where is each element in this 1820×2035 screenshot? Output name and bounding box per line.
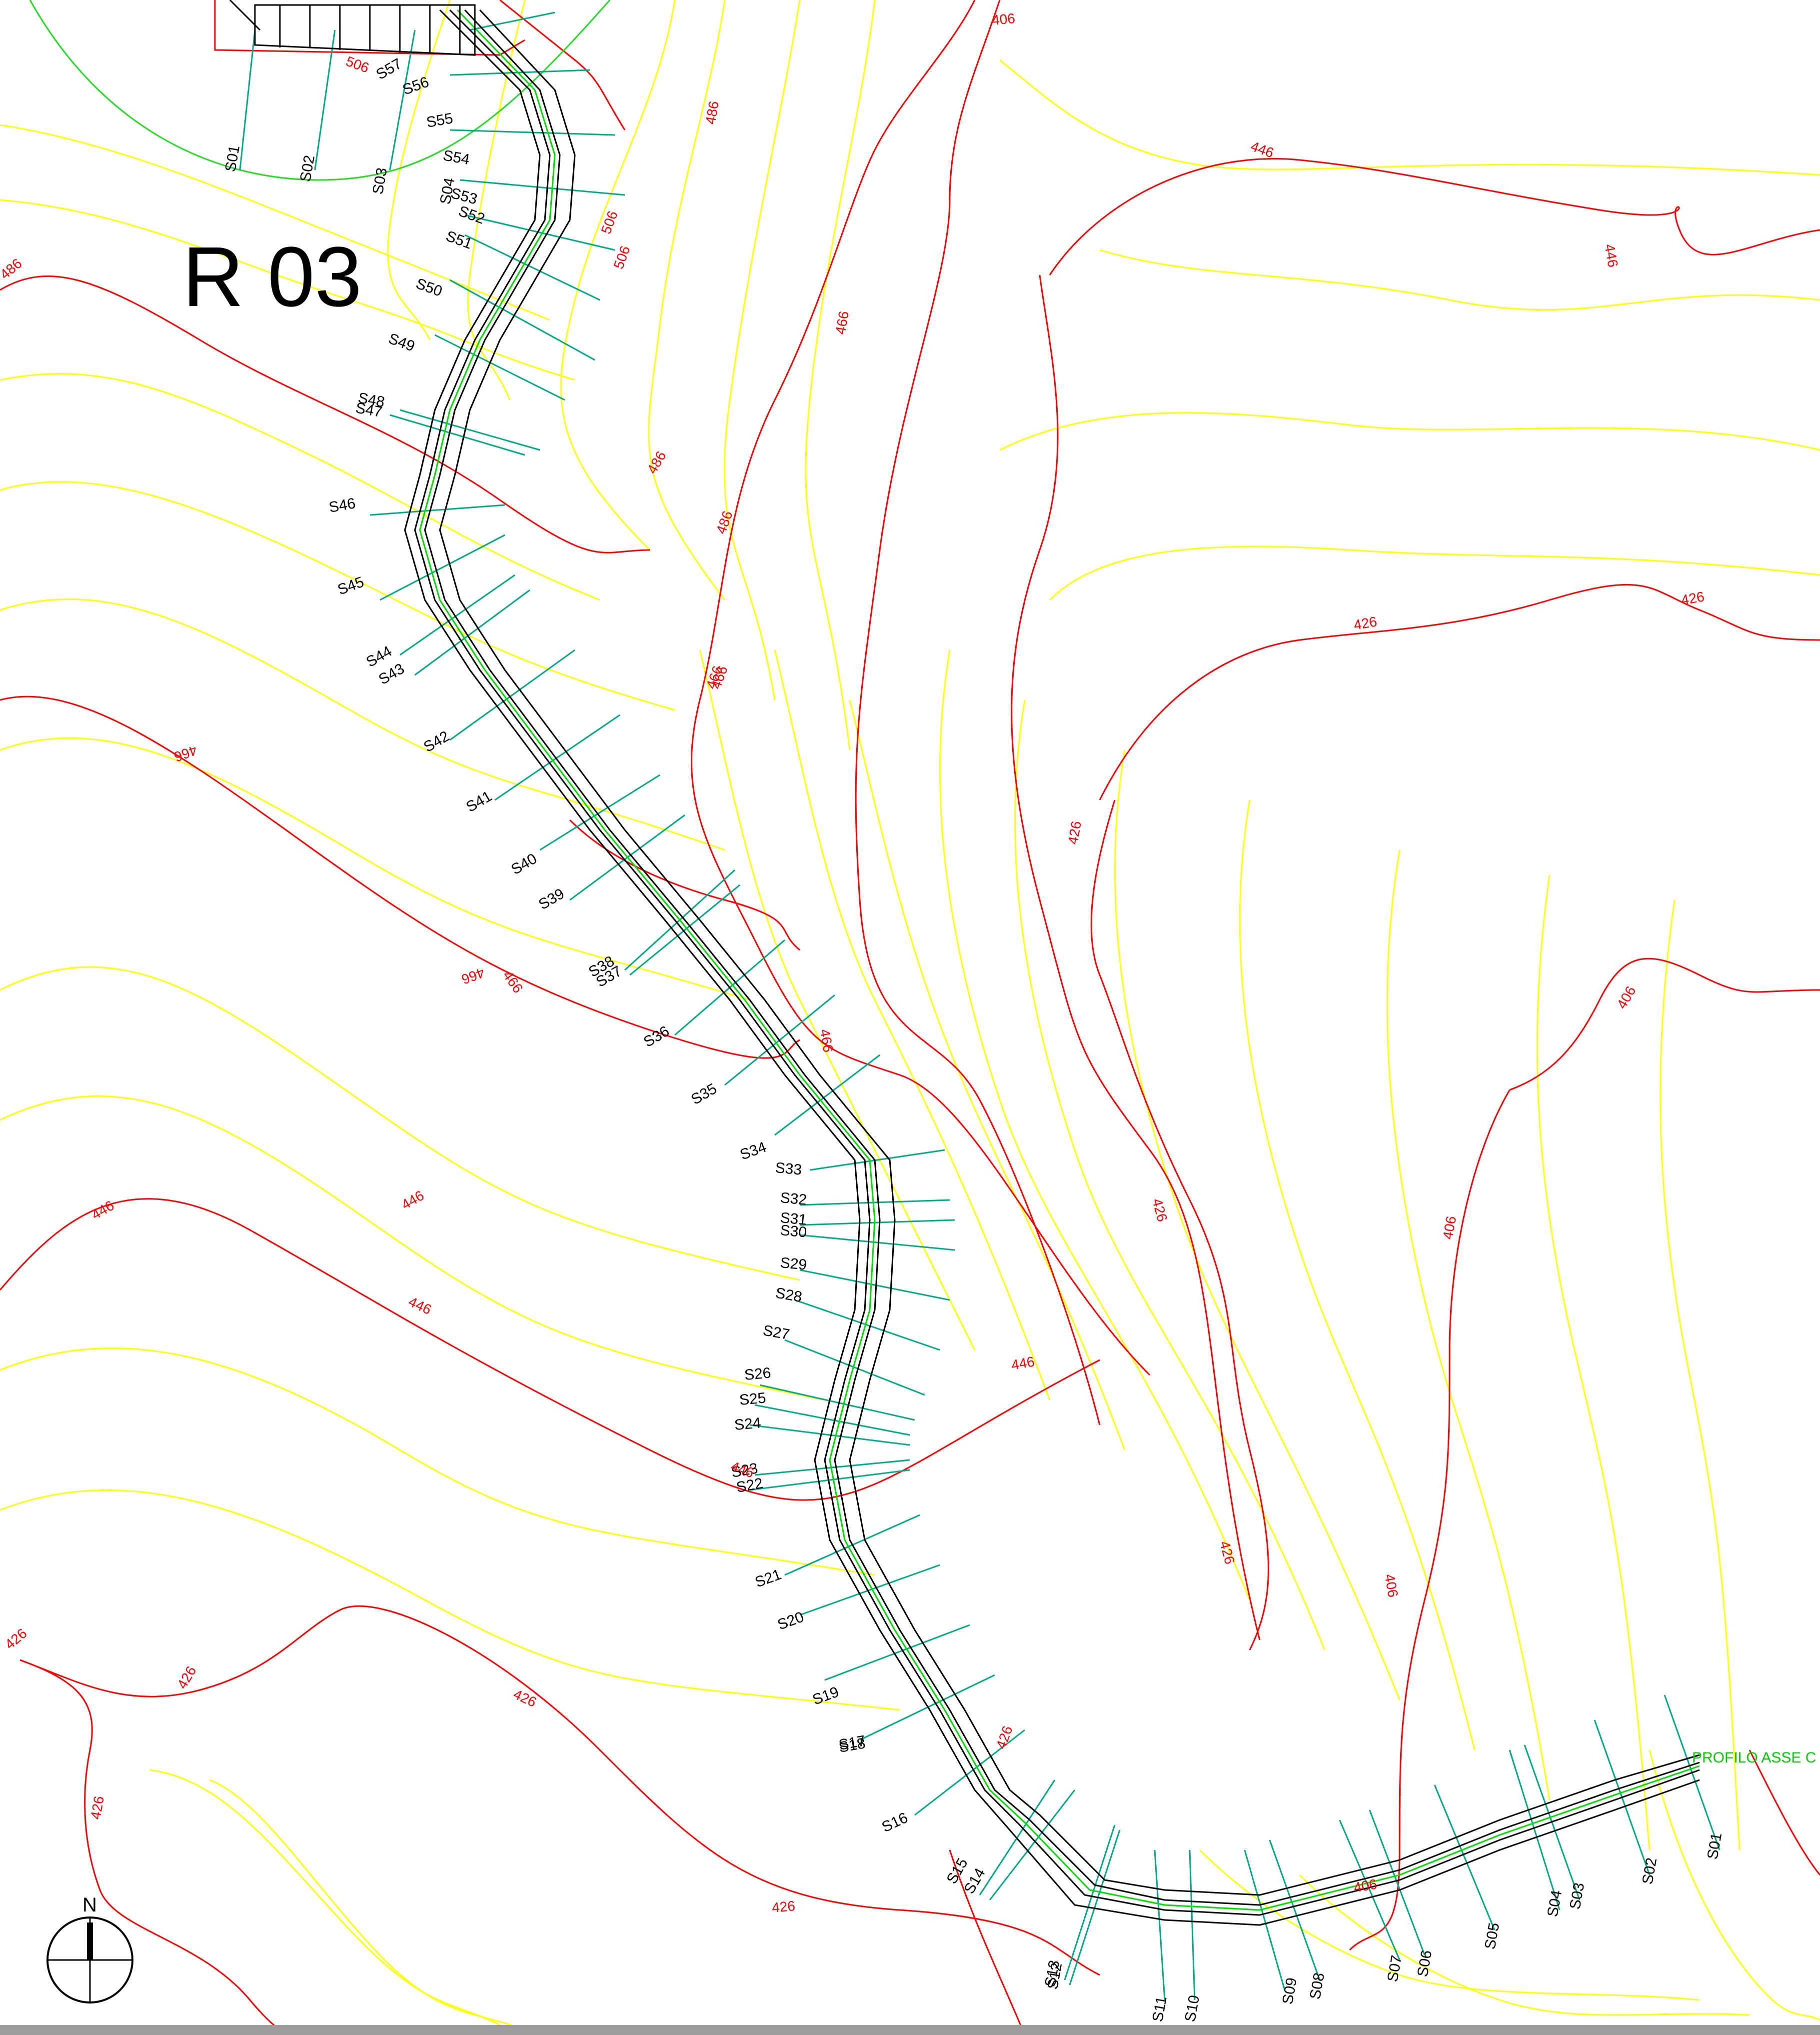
contour-label: 426 <box>993 1724 1016 1752</box>
section-label: S01 <box>1704 1832 1725 1860</box>
section-label-upper: S02 <box>297 154 318 183</box>
section-label-upper: S03 <box>369 166 390 196</box>
section-label: S27 <box>762 1322 791 1343</box>
contour-label: 426 <box>1065 820 1084 846</box>
section-label: S46 <box>327 495 356 516</box>
section-label: S03 <box>1567 1882 1588 1910</box>
section-label: S45 <box>335 574 366 598</box>
section-label: S10 <box>1182 1994 1203 2023</box>
contour-label: 446 <box>1010 1354 1036 1373</box>
section-label: S55 <box>425 110 454 131</box>
contour-label: 426 <box>1217 1540 1238 1566</box>
section-label: S19 <box>810 1684 841 1708</box>
section-label: S42 <box>421 728 452 756</box>
section-label: S11 <box>1149 1995 1170 2023</box>
section-label: S49 <box>386 330 417 355</box>
contour-label: 426 <box>511 1686 538 1710</box>
road-axis <box>419 9 1700 1911</box>
section-label: S06 <box>1414 1949 1435 1978</box>
contour-label: 446 <box>89 1198 117 1222</box>
map-title: R 03 <box>182 230 362 324</box>
contour-label: 466 <box>832 310 852 336</box>
section-label: S05 <box>1482 1922 1503 1950</box>
contour-label: 426 <box>1149 1197 1170 1224</box>
section-lines <box>239 12 1721 2000</box>
contour-label: 486 <box>0 256 25 282</box>
contour-label: 446 <box>1602 243 1621 268</box>
contour-label: 486 <box>644 448 669 476</box>
section-label: S25 <box>739 1390 767 1408</box>
contour-label: 406 <box>991 10 1016 28</box>
section-label: S35 <box>688 1080 720 1108</box>
north-label: N <box>82 1894 97 1916</box>
section-label: S07 <box>1384 1954 1405 1983</box>
contour-label: 446 <box>399 1188 427 1212</box>
contour-label: 466 <box>172 742 199 764</box>
section-label: S36 <box>641 1023 672 1050</box>
profile-label: PROFILO ASSE C <box>1692 1750 1816 1766</box>
contour-label: 406 <box>1440 1215 1459 1240</box>
section-label: S57 <box>373 56 405 83</box>
contour-label: 446 <box>1249 138 1276 161</box>
section-label: S50 <box>414 276 444 300</box>
road-edges <box>404 9 1700 1926</box>
contour-label: 466 <box>817 1028 836 1054</box>
north-needle <box>87 1922 93 1960</box>
circle-arc <box>29 0 611 181</box>
contour-label: 506 <box>611 244 633 272</box>
section-label: S39 <box>536 886 567 913</box>
section-label: S34 <box>738 1138 768 1163</box>
contour-label: 466 <box>500 968 526 996</box>
section-label: S32 <box>779 1190 807 1208</box>
section-label: S04 <box>1544 1889 1565 1918</box>
section-label: S02 <box>1639 1856 1660 1886</box>
section-label: S40 <box>508 850 540 878</box>
section-label: S41 <box>463 788 495 816</box>
section-label: S08 <box>1307 1972 1328 2000</box>
section-label: S30 <box>779 1222 807 1241</box>
contour-label: 426 <box>87 1795 107 1820</box>
section-label: S28 <box>774 1284 803 1306</box>
section-label: S24 <box>734 1414 762 1434</box>
contour-label: 446 <box>406 1294 433 1318</box>
contour-label: 406 <box>1382 1573 1401 1598</box>
contour-label: 406 <box>1353 1876 1378 1896</box>
section-label: S21 <box>753 1566 783 1590</box>
contour-label: 426 <box>1680 588 1706 608</box>
contour-label: 506 <box>344 54 371 76</box>
contour-label: 426 <box>2 1626 30 1652</box>
section-label: S54 <box>442 147 471 168</box>
contour-label: 426 <box>1353 614 1378 633</box>
section-labels: S01S02S03S04S05S06S07S08S09S10S11S12S13S… <box>222 56 1725 2023</box>
contour-label: 486 <box>702 100 722 126</box>
contour-label: 426 <box>174 1664 199 1692</box>
building-outline <box>229 0 476 56</box>
section-label: S16 <box>879 1810 910 1836</box>
section-label: S20 <box>775 1608 806 1633</box>
contour-label: 506 <box>598 209 621 236</box>
section-label: S29 <box>779 1254 807 1274</box>
bottom-bar <box>0 2025 1820 2035</box>
section-label: S51 <box>444 228 474 252</box>
section-label: S56 <box>400 74 431 98</box>
contour-label: 466 <box>459 964 487 987</box>
section-label: S26 <box>744 1364 772 1384</box>
contour-label: 406 <box>1614 984 1639 1012</box>
section-label: S31 <box>779 1210 807 1228</box>
section-label: S33 <box>774 1160 802 1178</box>
contour-label: 426 <box>771 1898 796 1916</box>
north-arrow: N <box>46 1894 133 2004</box>
